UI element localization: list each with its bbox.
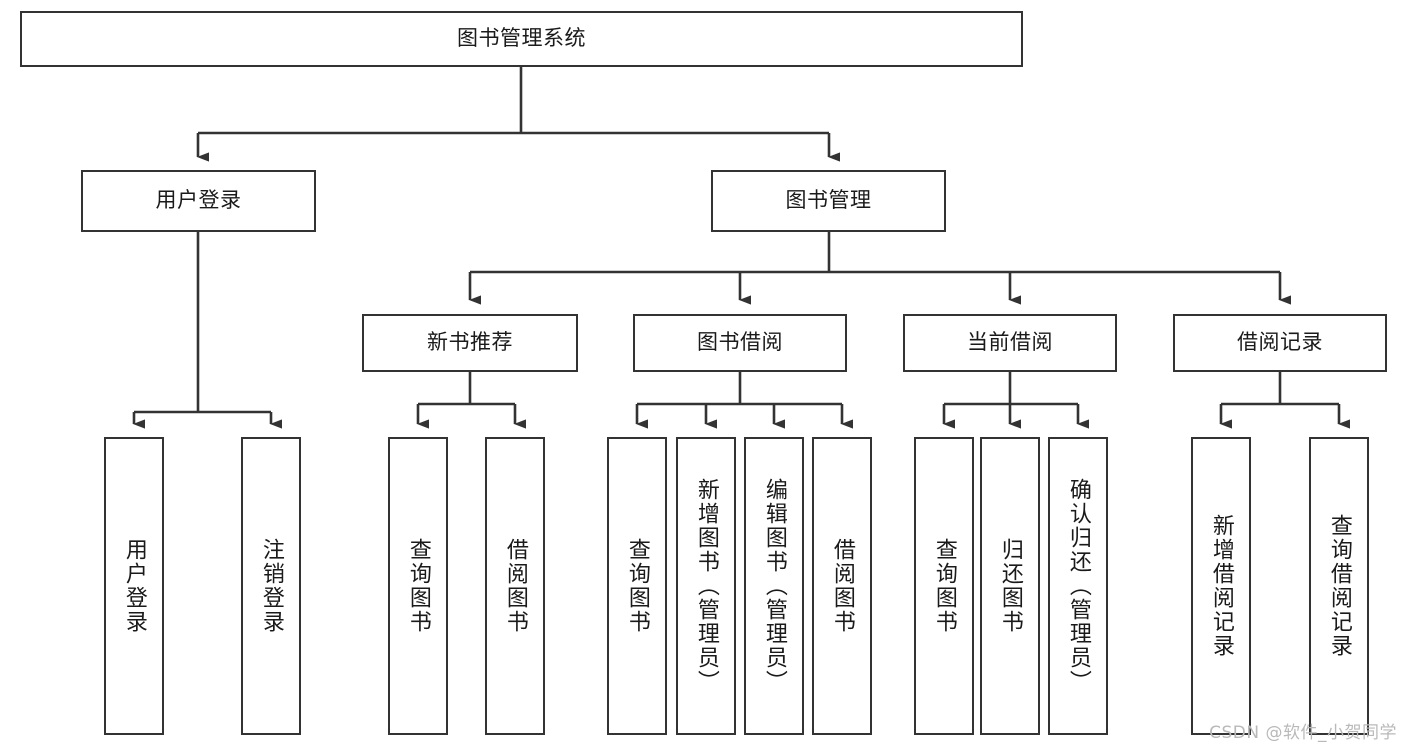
leaf-query-record[interactable]: 查询借阅记录 xyxy=(1309,437,1369,735)
leaf-borrow-book-2[interactable]: 借阅图书 xyxy=(812,437,872,735)
leaf-add-book[interactable]: 新增图书（管理员） xyxy=(676,437,736,735)
node-user-login-label: 用户登录 xyxy=(155,188,242,213)
leaf-query-book-2-label: 查询图书 xyxy=(624,538,650,634)
leaf-user-login[interactable]: 用户登录 xyxy=(104,437,164,735)
leaf-logout-login[interactable]: 注销登录 xyxy=(241,437,301,735)
node-user-login[interactable]: 用户登录 xyxy=(81,170,316,232)
node-book-borrow[interactable]: 图书借阅 xyxy=(633,314,847,372)
leaf-query-book-3-label: 查询图书 xyxy=(931,538,957,634)
node-current-borrow[interactable]: 当前借阅 xyxy=(903,314,1117,372)
node-book-manage[interactable]: 图书管理 xyxy=(711,170,946,232)
node-book-manage-label: 图书管理 xyxy=(785,188,872,213)
leaf-query-book-2[interactable]: 查询图书 xyxy=(607,437,667,735)
leaf-add-book-label: 新增图书（管理员） xyxy=(693,478,719,694)
leaf-edit-book[interactable]: 编辑图书（管理员） xyxy=(744,437,804,735)
leaf-confirm-return[interactable]: 确认归还（管理员） xyxy=(1048,437,1108,735)
leaf-query-book-3[interactable]: 查询图书 xyxy=(914,437,974,735)
node-new-book-recommend[interactable]: 新书推荐 xyxy=(362,314,578,372)
watermark: CSDN @软件_小贺同学 xyxy=(1209,723,1397,743)
leaf-borrow-book-1[interactable]: 借阅图书 xyxy=(485,437,545,735)
node-borrow-record-label: 借阅记录 xyxy=(1237,330,1323,355)
leaf-add-record[interactable]: 新增借阅记录 xyxy=(1191,437,1251,735)
leaf-borrow-book-1-label: 借阅图书 xyxy=(502,538,528,634)
leaf-add-record-label: 新增借阅记录 xyxy=(1208,514,1234,658)
node-current-borrow-label: 当前借阅 xyxy=(967,330,1053,355)
node-borrow-record[interactable]: 借阅记录 xyxy=(1173,314,1387,372)
leaf-query-book-1-label: 查询图书 xyxy=(405,538,431,634)
node-book-borrow-label: 图书借阅 xyxy=(697,330,783,355)
leaf-query-record-label: 查询借阅记录 xyxy=(1326,514,1352,658)
leaf-return-book-label: 归还图书 xyxy=(997,538,1023,634)
leaf-user-login-label: 用户登录 xyxy=(121,538,147,634)
node-new-book-recommend-label: 新书推荐 xyxy=(427,330,513,355)
node-root-label: 图书管理系统 xyxy=(457,26,586,51)
leaf-edit-book-label: 编辑图书（管理员） xyxy=(761,478,787,694)
leaf-confirm-return-label: 确认归还（管理员） xyxy=(1065,478,1091,694)
node-root[interactable]: 图书管理系统 xyxy=(20,11,1023,67)
leaf-query-book-1[interactable]: 查询图书 xyxy=(388,437,448,735)
leaf-borrow-book-2-label: 借阅图书 xyxy=(829,538,855,634)
leaf-return-book[interactable]: 归还图书 xyxy=(980,437,1040,735)
leaf-logout-login-label: 注销登录 xyxy=(258,538,284,634)
